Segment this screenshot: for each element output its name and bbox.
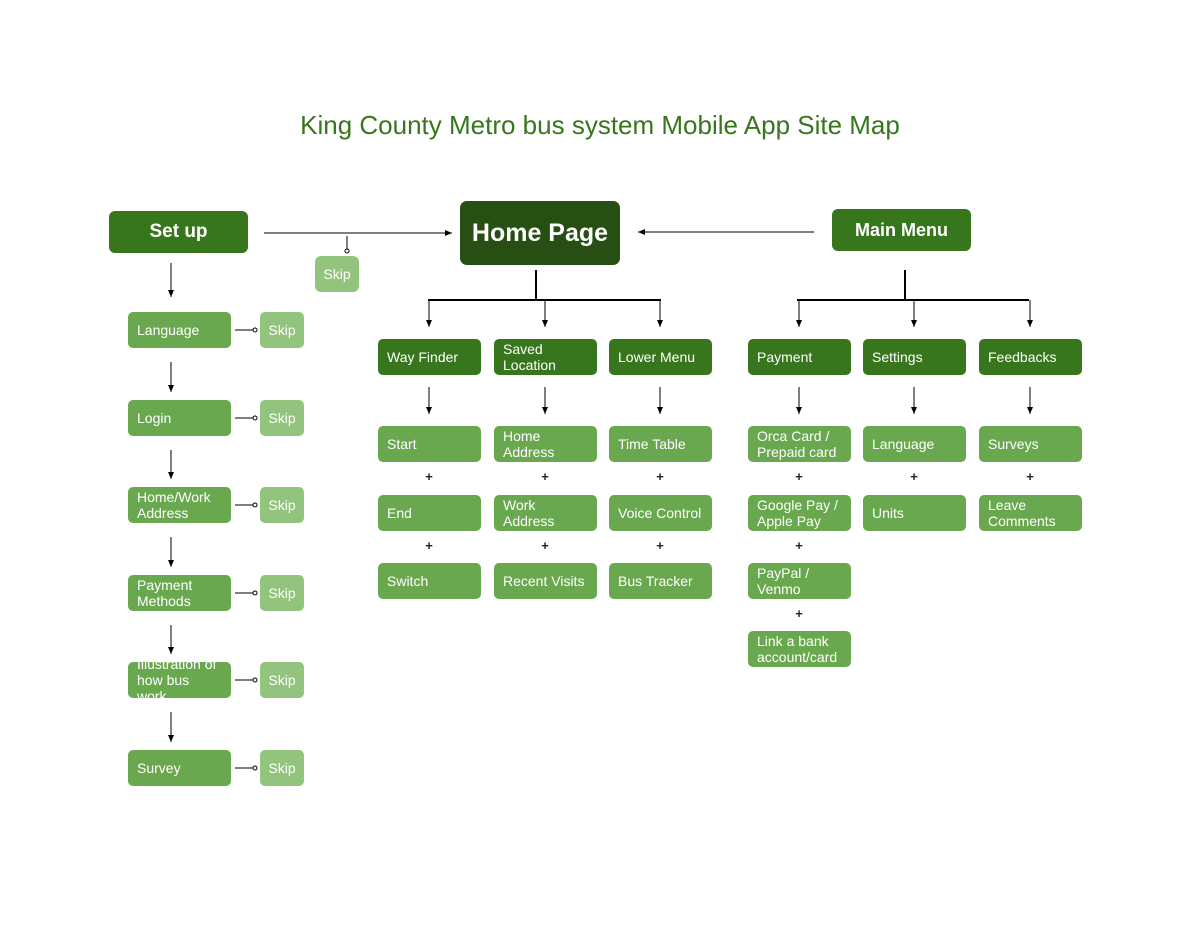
home-section-1-item-1: Work Address [494, 495, 597, 531]
menu-section-0-item-2: PayPal / Venmo [748, 563, 851, 599]
menu-section-2: Feedbacks [979, 339, 1082, 375]
home-section-2-item-1-label: Voice Control [618, 505, 702, 521]
home-section-1-item-0: Home Address [494, 426, 597, 462]
plus-connector: + [795, 606, 803, 621]
home-section-0-item-2: Switch [378, 563, 481, 599]
home-section-2-item-1: Voice Control [609, 495, 712, 531]
menu-section-2-label: Feedbacks [988, 349, 1057, 365]
skip-label: Skip [323, 266, 351, 282]
home-section-2-item-0-label: Time Table [618, 436, 686, 452]
home-section-1: Saved Location [494, 339, 597, 375]
setup-step-3-skip-label: Skip [268, 585, 296, 601]
plus-connector: + [656, 469, 664, 484]
home-section-2-item-2-label: Bus Tracker [618, 573, 693, 589]
menu-section-0-item-0: Orca Card / Prepaid card [748, 426, 851, 462]
home-section-1-item-2: Recent Visits [494, 563, 597, 599]
setup-label: Set up [149, 221, 208, 242]
menu-section-1-label: Settings [872, 349, 923, 365]
diagram-title: King County Metro bus system Mobile App … [300, 110, 900, 140]
setup-step-3-label: Payment Methods [137, 577, 193, 609]
setup-step-2-skip-label: Skip [268, 497, 296, 513]
setup-step-4: Illustration of how bus work [128, 656, 231, 704]
menu-section-1-item-0-label: Language [872, 436, 935, 452]
plus-connector: + [425, 469, 433, 484]
main-menu-node: Main Menu [832, 209, 971, 251]
home-section-2-label: Lower Menu [618, 349, 696, 365]
plus-connector: + [910, 469, 918, 484]
setup-step-3: Payment Methods [128, 575, 231, 611]
setup-step-5-skip: Skip [260, 750, 304, 786]
menu-section-1-item-0: Language [863, 426, 966, 462]
setup-step-5-skip-label: Skip [268, 760, 296, 776]
home-section-0: Way Finder [378, 339, 481, 375]
setup-step-3-skip: Skip [260, 575, 304, 611]
setup-step-5-label: Survey [137, 760, 181, 776]
setup-step-1: Login [128, 400, 231, 436]
home-section-2: Lower Menu [609, 339, 712, 375]
setup-step-0: Language [128, 312, 231, 348]
home-section-0-item-1: End [378, 495, 481, 531]
setup-step-0-skip: Skip [260, 312, 304, 348]
plus-connector: + [1026, 469, 1034, 484]
setup-step-4-skip: Skip [260, 662, 304, 698]
home-page-label: Home Page [471, 218, 609, 247]
setup-step-1-label: Login [137, 410, 172, 426]
menu-section-1-item-1: Units [863, 495, 966, 531]
setup-step-4-label: Illustration of how bus work [137, 656, 217, 704]
home-section-0-item-1-label: End [387, 505, 412, 521]
menu-section-2-item-1-label: Leave Comments [988, 497, 1056, 529]
home-section-0-item-2-label: Switch [387, 573, 429, 589]
menu-section-0-item-3: Link a bank account/card [748, 631, 851, 667]
menu-section-0-item-1-label: Google Pay / Apple Pay [757, 497, 838, 529]
home-section-0-item-0: Start [378, 426, 481, 462]
setup-step-2: Home/Work Address [128, 487, 231, 523]
menu-section-0-label: Payment [757, 349, 813, 365]
plus-connector: + [425, 538, 433, 553]
home-section-1-item-0-label: Home Address [503, 428, 555, 460]
setup-step-0-skip-label: Skip [268, 322, 296, 338]
home-section-2-item-0: Time Table [609, 426, 712, 462]
plus-connector: + [795, 469, 803, 484]
setup-node: Set up [109, 211, 248, 253]
plus-connector: + [541, 538, 549, 553]
menu-section-2-item-0: Surveys [979, 426, 1082, 462]
plus-connector: + [795, 538, 803, 553]
menu-section-2-item-0-label: Surveys [988, 436, 1039, 452]
menu-section-2-item-1: Leave Comments [979, 495, 1082, 531]
setup-step-2-label: Home/Work Address [137, 489, 211, 521]
home-section-2-item-2: Bus Tracker [609, 563, 712, 599]
menu-section-1-item-1-label: Units [872, 505, 904, 521]
menu-section-0: Payment [748, 339, 851, 375]
plus-connector: + [656, 538, 664, 553]
home-section-1-item-1-label: Work Address [503, 497, 555, 529]
plus-connector: + [541, 469, 549, 484]
home-section-0-label: Way Finder [387, 349, 459, 365]
setup-step-4-skip-label: Skip [268, 672, 296, 688]
home-page-node: Home Page [460, 201, 620, 265]
setup-step-1-skip: Skip [260, 400, 304, 436]
setup-step-1-skip-label: Skip [268, 410, 296, 426]
menu-section-0-item-3-label: Link a bank account/card [757, 633, 838, 665]
home-section-0-item-0-label: Start [387, 436, 417, 452]
setup-step-0-label: Language [137, 322, 200, 338]
setup-step-5: Survey [128, 750, 231, 786]
main-menu-label: Main Menu [855, 219, 948, 240]
menu-section-0-item-0-label: Orca Card / Prepaid card [757, 428, 837, 460]
menu-section-0-item-2-label: PayPal / Venmo [757, 565, 810, 597]
home-section-1-label: Saved Location [503, 341, 556, 373]
menu-section-1: Settings [863, 339, 966, 375]
setup-step-2-skip: Skip [260, 487, 304, 523]
setup-skip-node: Skip [315, 256, 359, 292]
menu-section-0-item-1: Google Pay / Apple Pay [748, 495, 851, 531]
home-section-1-item-2-label: Recent Visits [503, 573, 585, 589]
